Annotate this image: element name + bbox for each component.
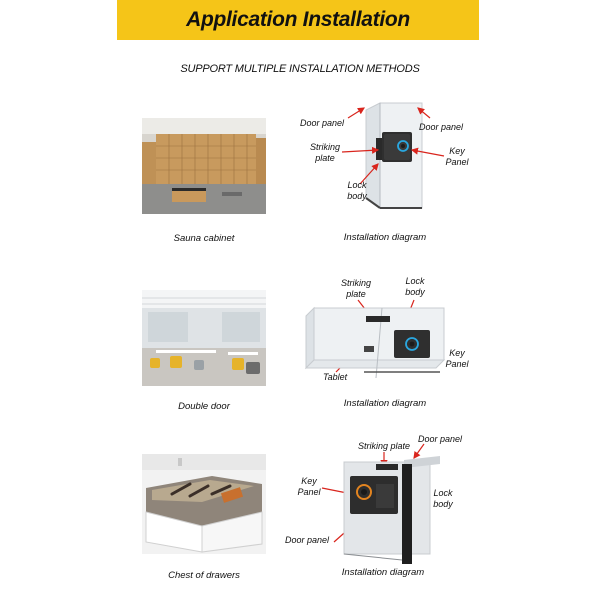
label-key-panel: Key Panel xyxy=(445,146,469,167)
double-door-installation-diagram xyxy=(304,306,446,379)
label-lock-body: Lock body xyxy=(347,180,367,201)
diagram-caption-2: Installation diagram xyxy=(343,398,427,409)
label-striking-plate-2: Striking plate xyxy=(340,278,371,299)
label-striking-plate: Striking plate xyxy=(309,142,340,163)
diagram-caption-1: Installation diagram xyxy=(343,232,427,243)
drawer-installation-diagram xyxy=(343,456,440,564)
sauna-cabinet-caption: Sauna cabinet xyxy=(173,233,235,244)
label-lock-body-2: Lock body xyxy=(405,276,425,297)
double-door-caption: Double door xyxy=(178,401,230,412)
label-door-panel-left: Door panel xyxy=(300,118,345,128)
double-door-photo xyxy=(142,290,266,386)
label-key-panel-3: Key Panel xyxy=(297,476,321,497)
label-key-panel-2: Key Panel xyxy=(445,348,469,369)
label-door-panel-top: Door panel xyxy=(418,434,463,444)
chest-of-drawers-caption: Chest of drawers xyxy=(168,570,240,581)
label-door-panel-bottom: Door panel xyxy=(285,535,330,545)
subtitle: SUPPORT MULTIPLE INSTALLATION METHODS xyxy=(180,63,420,75)
label-tablet: Tablet xyxy=(323,372,348,382)
diagram-caption-3: Installation diagram xyxy=(341,567,425,578)
label-striking-plate-3: Striking plate xyxy=(358,441,411,451)
label-lock-body-3: Lock body xyxy=(433,488,453,509)
chest-of-drawers-photo xyxy=(142,454,266,554)
label-door-panel-right: Door panel xyxy=(419,122,464,132)
sauna-cabinet-photo xyxy=(142,118,266,214)
title-banner: Application Installation xyxy=(117,0,479,40)
banner-title: Application Installation xyxy=(186,8,410,31)
